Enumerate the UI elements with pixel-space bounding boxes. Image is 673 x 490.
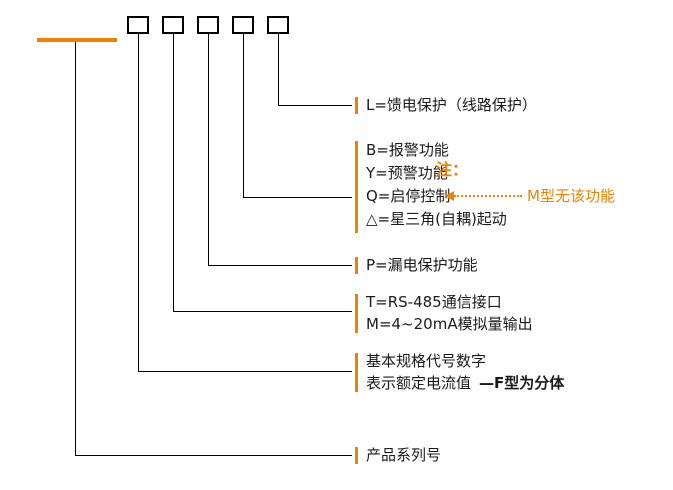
- series-placeholder-bar: [37, 38, 117, 42]
- note-title: 注：: [436, 160, 469, 179]
- code-box-1: [127, 16, 149, 34]
- code-box-2: [162, 16, 184, 34]
- label-b: B=报警功能: [366, 141, 449, 159]
- label-l: L=馈电保护（线路保护）: [366, 96, 537, 114]
- connector-hline-1: [138, 371, 352, 372]
- code-box-3: [197, 16, 219, 34]
- connector-vline-5: [278, 34, 279, 105]
- connector-hline-3: [208, 265, 352, 266]
- note-text: M型无该功能: [527, 187, 615, 205]
- note-arrow-icon: [445, 191, 454, 201]
- label-y: Y=预警功能: [366, 164, 448, 182]
- connector-vline-1: [138, 34, 139, 371]
- label-t: T=RS-485通信接口: [366, 293, 502, 311]
- label-q: Q=启停控制: [366, 187, 451, 205]
- label-f-type-suffix: —F型为分体: [479, 374, 565, 392]
- label-basic-spec: 基本规格代号数字: [366, 352, 487, 370]
- label-tick-group2: [355, 294, 358, 333]
- label-series: 产品系列号: [366, 446, 442, 464]
- label-rated-current: 表示额定电流值 —F型为分体: [366, 374, 564, 392]
- connector-hline-2: [173, 311, 352, 312]
- connector-vline-series: [75, 42, 76, 455]
- connector-vline-4: [243, 34, 244, 197]
- label-p: P=漏电保护功能: [366, 256, 478, 274]
- connector-vline-2: [173, 34, 174, 311]
- label-tick-series: [355, 447, 358, 464]
- connector-hline-4: [243, 197, 352, 198]
- label-tick-p: [355, 257, 358, 274]
- code-box-5: [267, 16, 289, 34]
- label-tick-group1: [355, 141, 358, 233]
- connector-hline-5: [278, 105, 352, 106]
- note-arrow-line: [454, 195, 522, 197]
- code-box-4: [232, 16, 254, 34]
- label-rated-current-text: 表示额定电流值: [366, 374, 472, 392]
- connector-vline-3: [208, 34, 209, 265]
- label-m: M=4~20mA模拟量输出: [366, 315, 533, 333]
- connector-hline-series: [75, 455, 352, 456]
- label-tick-basic: [355, 353, 358, 392]
- label-tick-l: [355, 97, 358, 114]
- label-star-delta: △=星三角(自耦)起动: [366, 210, 507, 228]
